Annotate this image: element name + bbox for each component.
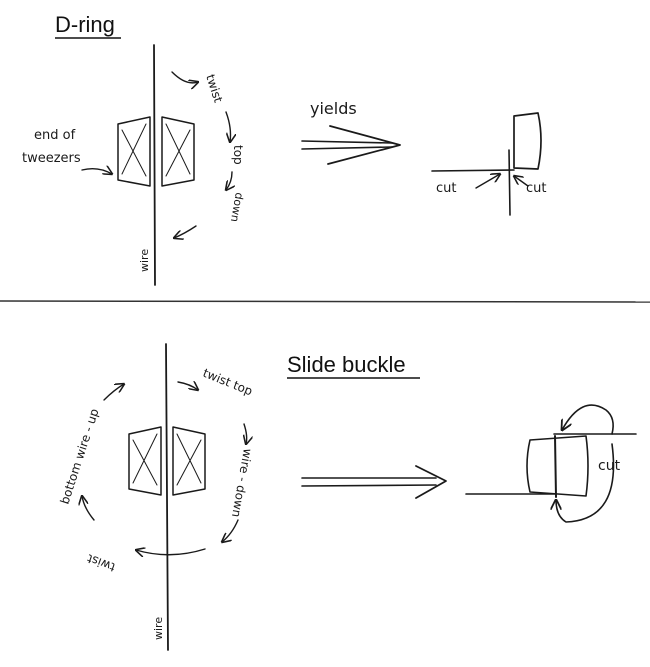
bottom-wire-up-label: bottom wire - up [58, 407, 102, 506]
yields-arrow-icon [301, 125, 401, 165]
d-ring-result-icon [431, 112, 542, 216]
slide-buckle-wire-label: wire [152, 617, 165, 640]
d-ring-section: D-ring wire end of tweezers twist top do… [22, 12, 546, 286]
slide-buckle-tweezer-tips-icon [128, 426, 206, 496]
twist-arrow-2-icon [225, 111, 231, 142]
return-arrow-icon [174, 225, 197, 238]
slide-buckle-title: Slide buckle [287, 352, 406, 377]
cut-left-arrow-icon [475, 174, 500, 189]
down-label: down [228, 191, 246, 223]
wire-down-arrow-2-icon [222, 519, 239, 542]
cut-right-label: cut [526, 181, 546, 196]
slide-buckle-section: Slide buckle wire twist top wire - down … [58, 343, 637, 651]
slide-buckle-wire [165, 343, 169, 651]
twist-label: twist [203, 73, 225, 105]
yields-label: yields [310, 99, 357, 118]
cut-left-label: cut [436, 181, 456, 196]
twist-top-label: twist top [201, 366, 255, 399]
cut-right-arrow-icon [514, 176, 529, 187]
top-label: top [231, 145, 245, 165]
top-left-arrow-icon [103, 384, 124, 401]
d-ring-title: D-ring [55, 12, 115, 37]
end-of-label: end of [34, 128, 76, 143]
d-ring-tweezer-tips-icon [117, 116, 195, 187]
tweezers-label: tweezers [22, 151, 81, 166]
d-ring-wire [153, 44, 156, 286]
twist-arrow-1-icon [171, 71, 198, 83]
d-ring-wire-label: wire [138, 249, 151, 272]
down-arrow-icon [226, 171, 232, 190]
slide-buckle-yields-arrow-icon [301, 465, 447, 499]
twist-top-arrow-icon [177, 382, 198, 390]
slide-buckle-result-icon [465, 404, 637, 523]
wire-down-arrow-1-icon [244, 423, 247, 444]
section-divider [0, 300, 650, 303]
slide-buckle-cut-label: cut [598, 458, 621, 474]
twist-left-label: twist [85, 551, 117, 574]
left-up-arrow-icon [82, 496, 95, 521]
wire-down-label: wire - down [229, 447, 255, 518]
tweezers-arrow-icon [81, 169, 112, 174]
bottom-arrow-icon [136, 549, 206, 555]
